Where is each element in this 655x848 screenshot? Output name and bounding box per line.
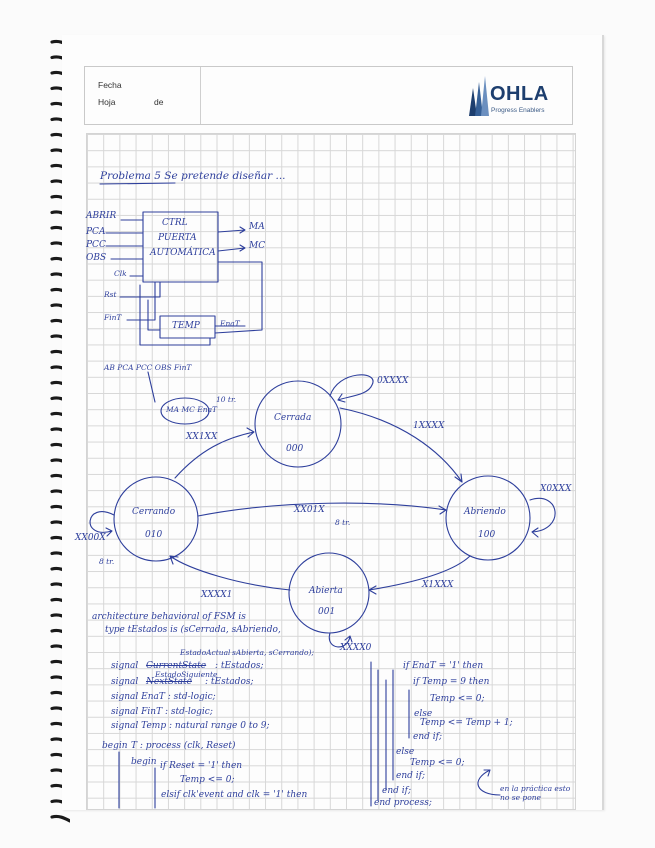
transition-label-0xxxx: 0XXXX <box>377 376 408 386</box>
input-pcc: PCC <box>86 240 106 250</box>
code-signal-kw-1: signal <box>111 661 138 671</box>
code-temp-zero-3: Temp <= 0; <box>410 758 465 768</box>
legend-slash <box>148 372 155 402</box>
temp-out-label: EnaT <box>220 319 240 328</box>
state-abriendo-circle <box>446 476 530 560</box>
output-line-ma <box>218 227 245 233</box>
state-abierta-name: Abierta <box>309 586 343 596</box>
code-if-enat: if EnaT = '1' then <box>403 661 483 671</box>
code-line-architecture: architecture behavioral of FSM is <box>92 612 246 622</box>
code-note: en la práctica esto no se pone <box>500 784 578 802</box>
code-signal-kw-2: signal <box>111 677 138 687</box>
state-abriendo-code: 100 <box>478 530 495 540</box>
input-pca: PCA <box>86 227 105 237</box>
state-cerrada-code: 000 <box>286 444 303 454</box>
transition-label-x0xxx: X0XXX <box>540 484 571 494</box>
input-abrir: ABRIR <box>86 211 116 221</box>
state-abriendo-name: Abriendo <box>464 507 506 517</box>
code-line-type-cont: sAbierta, sCerrando); <box>232 648 314 657</box>
state-cerrada-circle <box>255 381 341 467</box>
temp-clk-loop <box>140 285 210 345</box>
code-if-temp9: if Temp = 9 then <box>413 677 489 687</box>
code-signal-5: signal Temp : natural range 0 to 9; <box>111 721 269 731</box>
input-order-legend: AB PCA PCC OBS FinT <box>104 363 191 372</box>
code-begin: begin <box>102 741 128 751</box>
state-cerrada-name: Cerrada <box>274 413 311 423</box>
state-abierta-code: 001 <box>318 607 335 617</box>
code-if-reset: if Reset = '1' then <box>160 761 242 771</box>
code-signal-1-rest: : tEstados; <box>215 661 264 671</box>
state-cerrando-circle <box>114 477 198 561</box>
arrow-abierta-cerrando <box>170 556 290 590</box>
transition-label-xxxx0: XXXX0 <box>340 643 371 653</box>
code-line-type: type tEstados is (sCerrada, sAbriendo, <box>105 625 281 635</box>
code-begin-2: begin <box>131 757 157 767</box>
block-label-line3: AUTOMÁTICA <box>150 248 216 258</box>
output-line-mc <box>218 245 245 251</box>
block-label-line1: CTRL <box>162 218 188 228</box>
problem-title: Problema 5 Se pretende diseñar ... <box>100 170 286 182</box>
note-8tr-a: 8 tr. <box>335 518 350 527</box>
code-signal-4: signal FinT : std-logic; <box>111 707 213 717</box>
arrow-abriendo-abierta <box>369 556 470 594</box>
transition-label-x1xxx: X1XXX <box>422 580 453 590</box>
code-end-if-1: end if; <box>413 732 442 742</box>
note-arrow <box>478 770 500 795</box>
code-temp-inc: Temp <= Temp + 1; <box>420 718 513 728</box>
loop-abriendo <box>530 498 555 537</box>
transition-label-xx1xx: XX1XX <box>186 432 217 442</box>
signal-fint: FinT <box>104 313 121 322</box>
state-cerrando-name: Cerrando <box>132 507 175 517</box>
loop-cerrada <box>330 375 373 402</box>
title-underline <box>100 183 175 184</box>
note-8tr-b: 8 tr. <box>99 557 114 566</box>
transition-label-xx00x: XX00X <box>75 533 106 543</box>
signal-clk: Clk <box>114 269 127 278</box>
transition-label-xxxx1: XXXX1 <box>201 590 232 600</box>
code-line-type-prefix: EstadoActual <box>180 648 230 657</box>
output-mc: MC <box>249 241 265 251</box>
code-end-if-2: end if; <box>396 771 425 781</box>
signal-rst: Rst <box>104 290 117 299</box>
state-cerrando-code: 010 <box>145 530 162 540</box>
transition-label-1xxxx: 1XXXX <box>413 421 444 431</box>
note-10tr: 10 tr. <box>216 395 236 404</box>
temp-rst-loop <box>148 300 160 330</box>
code-signal-2-struck: NextState <box>146 677 192 687</box>
code-signal-3: signal EnaT : std-logic; <box>111 692 216 702</box>
code-signal-2-rest: : tEstados; <box>205 677 254 687</box>
temp-block-label: TEMP <box>172 321 200 331</box>
code-else-2: else <box>396 747 414 757</box>
code-end-process: end process; <box>374 798 432 808</box>
code-process-line: T : process (clk, Reset) <box>131 741 235 751</box>
fint-line <box>127 282 155 320</box>
output-legend: MA MC EnaT <box>166 405 217 414</box>
code-elsif-clk: elsif clk'event and clk = '1' then <box>161 790 307 800</box>
transition-label-xx01x: XX01X <box>294 505 325 515</box>
block-label-line2: PUERTA <box>158 233 197 243</box>
code-temp-zero: Temp <= 0; <box>180 775 235 785</box>
code-end-if-3: end if; <box>382 786 411 796</box>
output-ma: MA <box>249 222 265 232</box>
arrow-cerrada-abriendo <box>340 408 462 482</box>
input-obs: OBS <box>86 253 106 263</box>
code-temp-zero-2: Temp <= 0; <box>430 694 485 704</box>
